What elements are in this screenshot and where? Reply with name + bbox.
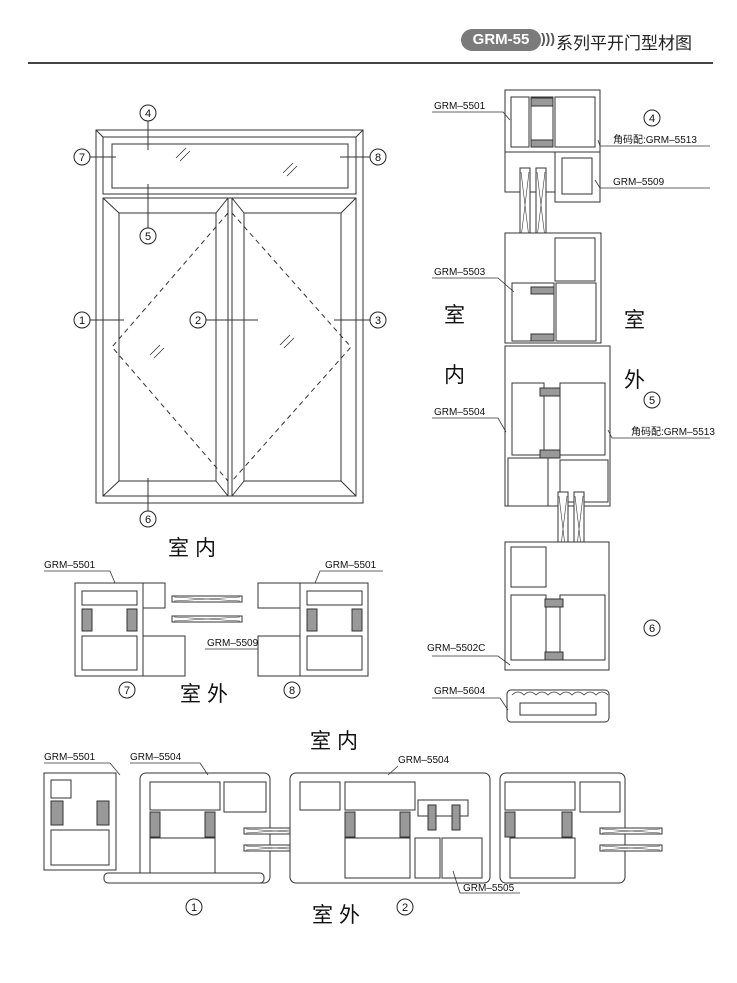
door-callouts: 4 7 8 5 1 2 3 6 bbox=[73, 104, 387, 528]
transom-section-left bbox=[74, 582, 243, 677]
label-grm5509-mid: GRM–5509 bbox=[207, 638, 259, 649]
vertical-section-leaders bbox=[432, 111, 710, 711]
leaf-frame bbox=[102, 197, 357, 497]
transom-glass bbox=[111, 143, 349, 189]
transom-leaders bbox=[44, 570, 383, 650]
callout-6-vert: 6 bbox=[649, 623, 655, 635]
vertical-section bbox=[504, 89, 611, 723]
label-grm5502c: GRM–5502C bbox=[427, 643, 485, 654]
callout-4-vert: 4 bbox=[649, 113, 655, 125]
label-grm5505: GRM–5505 bbox=[463, 883, 515, 894]
callout-5: 5 bbox=[145, 231, 151, 243]
label-corner-mid: 角码配:GRM–5513 bbox=[631, 426, 715, 438]
callout-2-bottom: 2 bbox=[402, 902, 408, 914]
label-grm5501-bottom: GRM–5501 bbox=[44, 752, 96, 763]
label-grm5503: GRM–5503 bbox=[434, 267, 486, 278]
callout-4: 4 bbox=[145, 108, 151, 120]
callout-2: 2 bbox=[195, 315, 201, 327]
label-grm5504-bottom-b: GRM–5504 bbox=[398, 755, 450, 766]
outdoor-room-char: 室 bbox=[624, 308, 645, 332]
header-rule bbox=[28, 62, 713, 64]
callout-7: 7 bbox=[79, 152, 85, 164]
transom-outdoor-label: 室外 bbox=[180, 682, 234, 706]
bottom-outdoor-label: 室外 bbox=[312, 903, 366, 927]
callout-8: 8 bbox=[375, 152, 381, 164]
indoor-in-char: 内 bbox=[444, 363, 465, 387]
left-leaf-glass bbox=[118, 212, 217, 482]
label-corner-top: 角码配:GRM–5513 bbox=[613, 134, 697, 146]
label-grm5501-right: GRM–5501 bbox=[325, 560, 377, 571]
label-grm5504-vert: GRM–5504 bbox=[434, 407, 486, 418]
label-grm5509-vert: GRM–5509 bbox=[613, 177, 665, 188]
label-grm5604: GRM–5604 bbox=[434, 686, 486, 697]
door-indoor-label: 室内 bbox=[168, 536, 222, 560]
label-grm5501-vert: GRM–5501 bbox=[434, 101, 486, 112]
right-leaf-glass bbox=[243, 212, 342, 482]
callout-5-vert: 5 bbox=[649, 395, 655, 407]
transom-section-right bbox=[257, 582, 369, 677]
horizontal-section bbox=[43, 772, 663, 884]
series-badge: GRM-55 bbox=[461, 29, 541, 51]
callout-7-mid: 7 bbox=[124, 685, 130, 697]
callout-1-bottom: 1 bbox=[191, 902, 197, 914]
label-grm5504-bottom-a: GRM–5504 bbox=[130, 752, 182, 763]
callout-1: 1 bbox=[79, 315, 85, 327]
bottom-indoor-label: 室内 bbox=[310, 729, 364, 753]
outdoor-out-char: 外 bbox=[624, 368, 645, 392]
transom-frame bbox=[102, 136, 357, 195]
callout-8-mid: 8 bbox=[289, 685, 295, 697]
label-grm5501-left: GRM–5501 bbox=[44, 560, 96, 571]
outer-frame bbox=[95, 129, 364, 504]
horizontal-leaders bbox=[44, 762, 520, 894]
callout-6: 6 bbox=[145, 514, 151, 526]
indoor-room-char: 室 bbox=[444, 303, 465, 327]
page-title: 系列平开门型材图 bbox=[556, 34, 692, 54]
badge-arrows: ))) bbox=[541, 30, 555, 46]
door-elevation bbox=[90, 121, 370, 512]
callout-3: 3 bbox=[375, 315, 381, 327]
